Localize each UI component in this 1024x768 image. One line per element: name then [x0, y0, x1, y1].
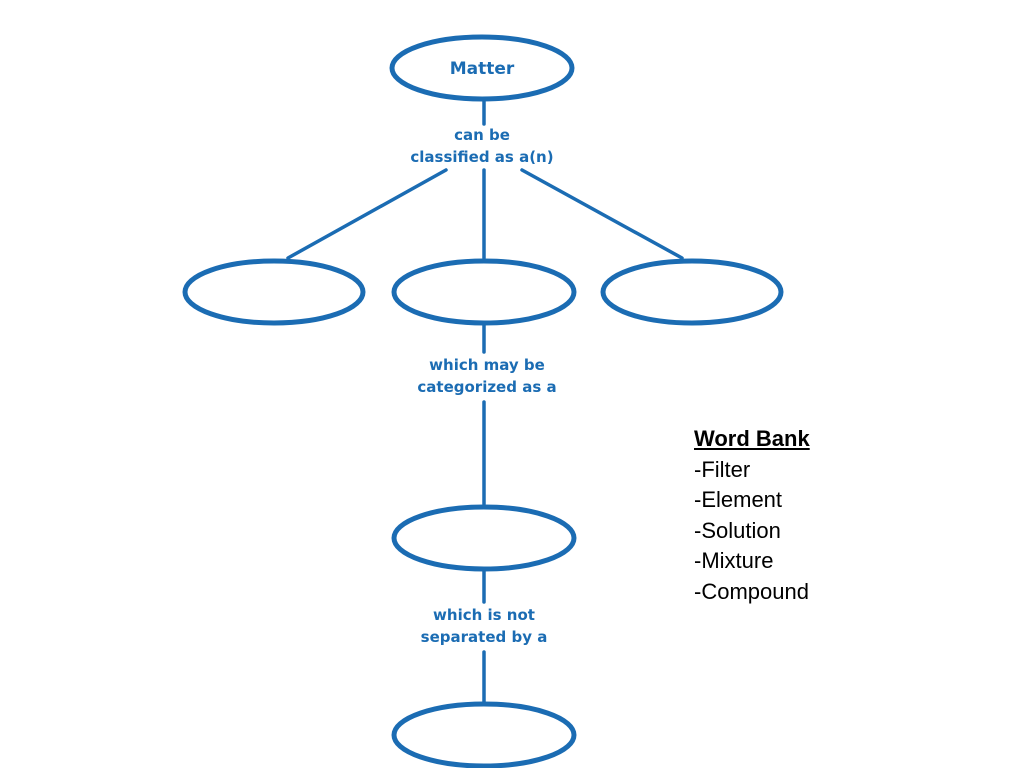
node-center [391, 258, 577, 326]
link-label-which-may-be: which may be categorized as a [417, 356, 556, 396]
word-bank-item: -Element [694, 487, 783, 512]
link-label-which-is-not-line1: which is not [433, 606, 535, 624]
node-bottom [391, 701, 577, 768]
word-bank-item: -Solution [694, 517, 781, 543]
word-bank-item: -Mixture [694, 548, 774, 573]
word-bank-item: -Filter [694, 456, 751, 482]
word-bank-item: -Compound [694, 578, 809, 604]
link-label-can-be-line1: can be [454, 126, 510, 144]
link-label-which-is-not: which is not separated by a [421, 606, 548, 646]
link-label-can-be: can be classified as a(n) [410, 126, 553, 166]
word-bank-list: -Filter -Element -Solution -Mixture -Com… [694, 455, 810, 608]
link-label-which-may-be-line1: which may be [429, 356, 545, 374]
link-label-to-right [520, 168, 684, 260]
node-matter: Matter [389, 34, 575, 102]
node-middle [391, 504, 577, 572]
node-right [600, 258, 784, 326]
link-label-can-be-line2: classified as a(n) [410, 148, 553, 166]
link-label-to-left [286, 168, 448, 260]
word-bank: Word Bank -Filter -Element -Solution -Mi… [694, 424, 810, 607]
node-left [182, 258, 366, 326]
word-bank-title: Word Bank [694, 426, 810, 451]
link-label-which-is-not-line2: separated by a [421, 628, 548, 646]
link-label-which-may-be-line2: categorized as a [417, 378, 556, 396]
node-matter-label: Matter [450, 59, 515, 79]
